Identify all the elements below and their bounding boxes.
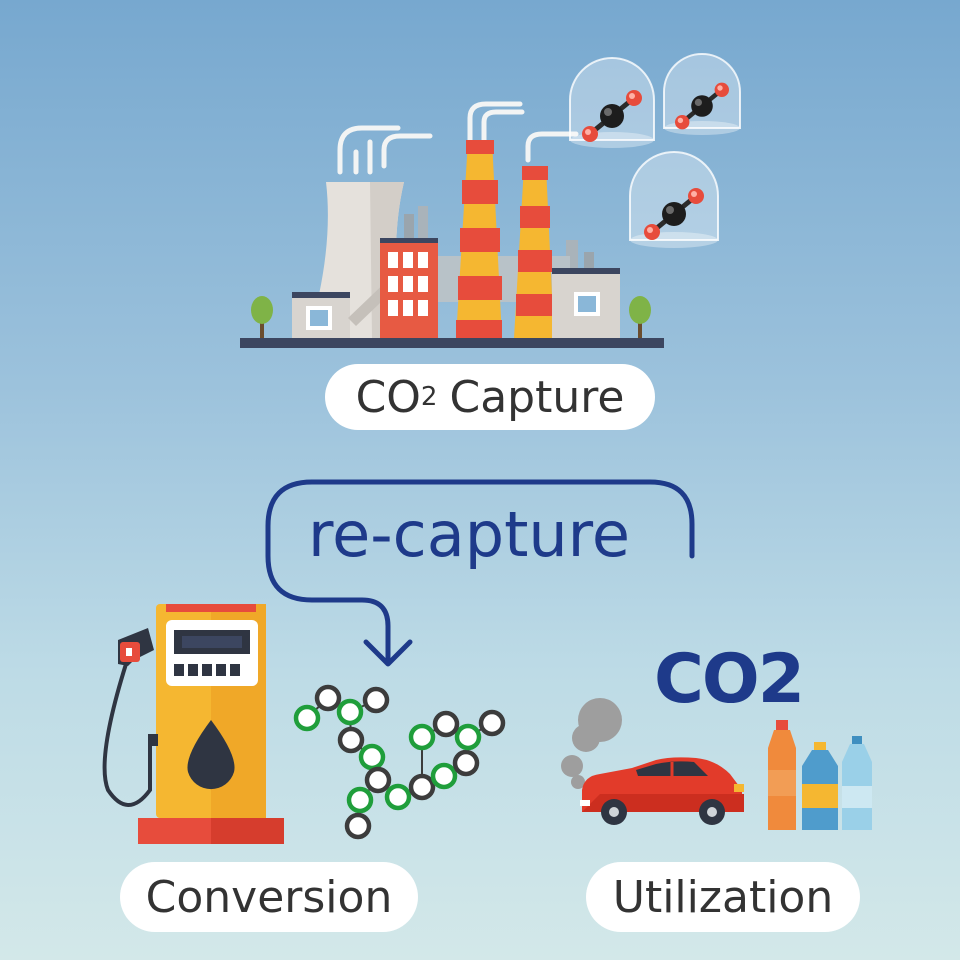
fuel-pump-icon [102,604,284,844]
smoke-icon [561,698,622,789]
conversion-label: Conversion [120,862,418,932]
co2-molecule-icon [569,57,655,148]
co2-capture-label-subscript: 2 [420,382,438,412]
factory-icon [240,101,664,348]
utilization-label: Utilization [586,862,860,932]
co2-capture-label-rest: Capture [449,371,625,423]
bottle-icon [802,742,838,830]
car-icon [580,757,744,825]
co2-molecule-icon [663,53,741,135]
recapture-label: re-capture [308,498,630,571]
bottle-icon [842,736,872,830]
polymer-chain-icon [293,684,506,840]
co2-utilization-label: CO2 [654,640,805,719]
co2-molecule-icon [629,151,719,248]
recapture-arrow [265,479,695,667]
co2-capture-label-main: CO [355,371,421,423]
bottle-icon [768,720,796,830]
